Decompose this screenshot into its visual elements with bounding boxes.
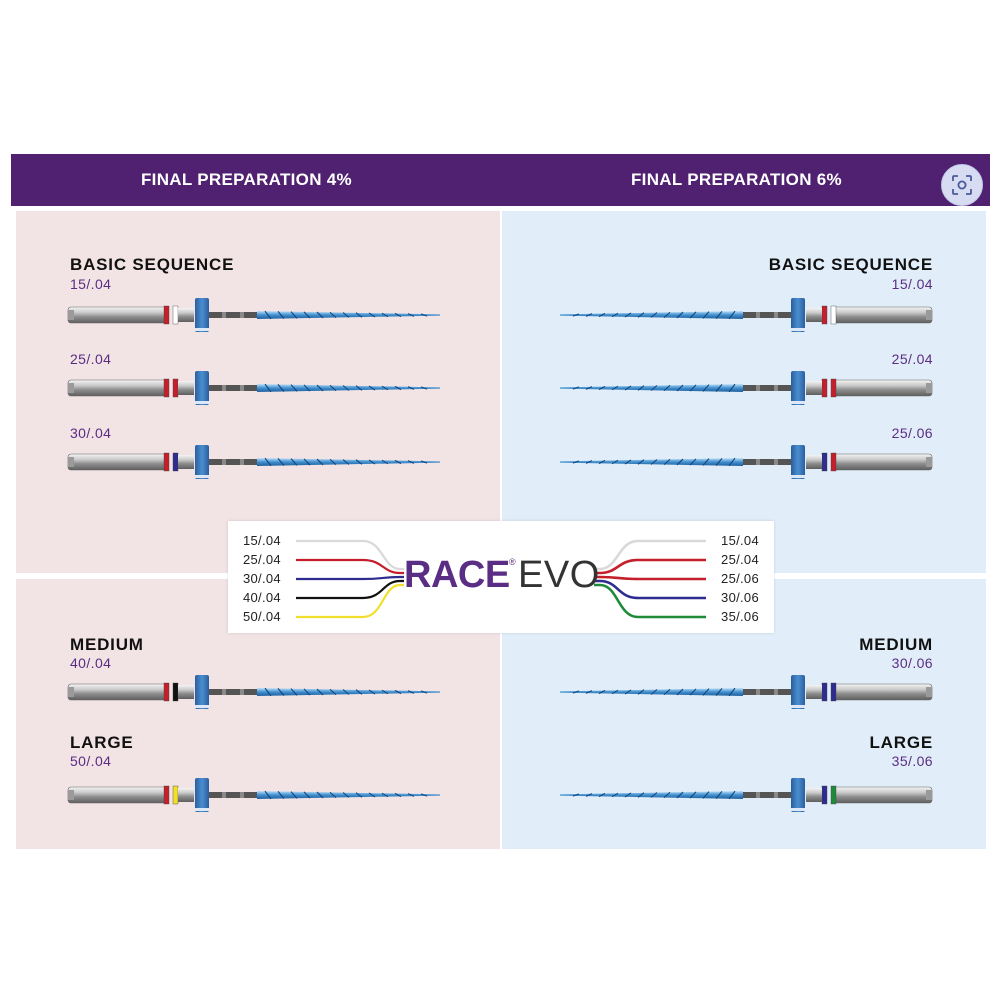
legend-left-line [296,539,404,571]
legend-right-label: 25/.06 [721,571,759,586]
left-large-title: LARGE [70,733,134,752]
logo-race: RACE [404,554,510,596]
legend-lines [296,539,706,619]
legend-left-label: 50/.04 [243,609,281,624]
left-medium-title: MEDIUM [70,635,144,654]
legend-right-line [594,558,706,575]
logo-evo: EVO [518,554,600,596]
legend-right-line [594,539,706,571]
right-file-size: 25/.06 [891,425,933,441]
legend-left-line [296,583,404,619]
left-file-size: 15/.04 [70,276,112,292]
legend-right-line [594,579,706,600]
left-header-title: FINAL PREPARATION 4% [141,170,352,189]
left-file-size: 25/.04 [70,351,112,367]
right-file-size: 25/.04 [891,351,933,367]
left-basic-title: BASIC SEQUENCE [70,255,235,274]
legend-left-line [296,558,404,575]
logo-registered-mark: ® [509,557,516,567]
right-header-title: FINAL PREPARATION 6% [631,170,842,189]
legend-left-line [296,579,404,600]
right-file-size: 35/.06 [891,753,933,769]
legend-left-line [296,575,404,581]
legend-left-label: 30/.04 [243,571,281,586]
right-basic-title: BASIC SEQUENCE [768,255,933,274]
header-bar: FINAL PREPARATION 4% FINAL PREPARATION 6… [11,154,990,206]
legend-right-label: 30/.06 [721,590,759,605]
left-file-size: 50/.04 [70,753,112,769]
legend-right-line [594,575,706,581]
right-large-title: LARGE [869,733,933,752]
left-file-size: 30/.04 [70,425,112,441]
lens-scan-button[interactable] [941,164,983,206]
right-file-size: 30/.06 [891,655,933,671]
legend-right-line [594,583,706,619]
left-file-size: 40/.04 [70,655,112,671]
legend-right-label: 25/.04 [721,552,759,567]
lens-scan-icon [952,175,972,195]
legend-right-label: 35/.06 [721,609,759,624]
legend-left-label: 25/.04 [243,552,281,567]
right-file-size: 15/.04 [891,276,933,292]
legend-right-label: 15/.04 [721,533,759,548]
right-medium-title: MEDIUM [859,635,933,654]
legend-box: 15/.04 25/.04 30/.04 40/.04 50/.04 15/.0… [228,521,774,633]
legend-left-label: 15/.04 [243,533,281,548]
legend-left-label: 40/.04 [243,590,281,605]
